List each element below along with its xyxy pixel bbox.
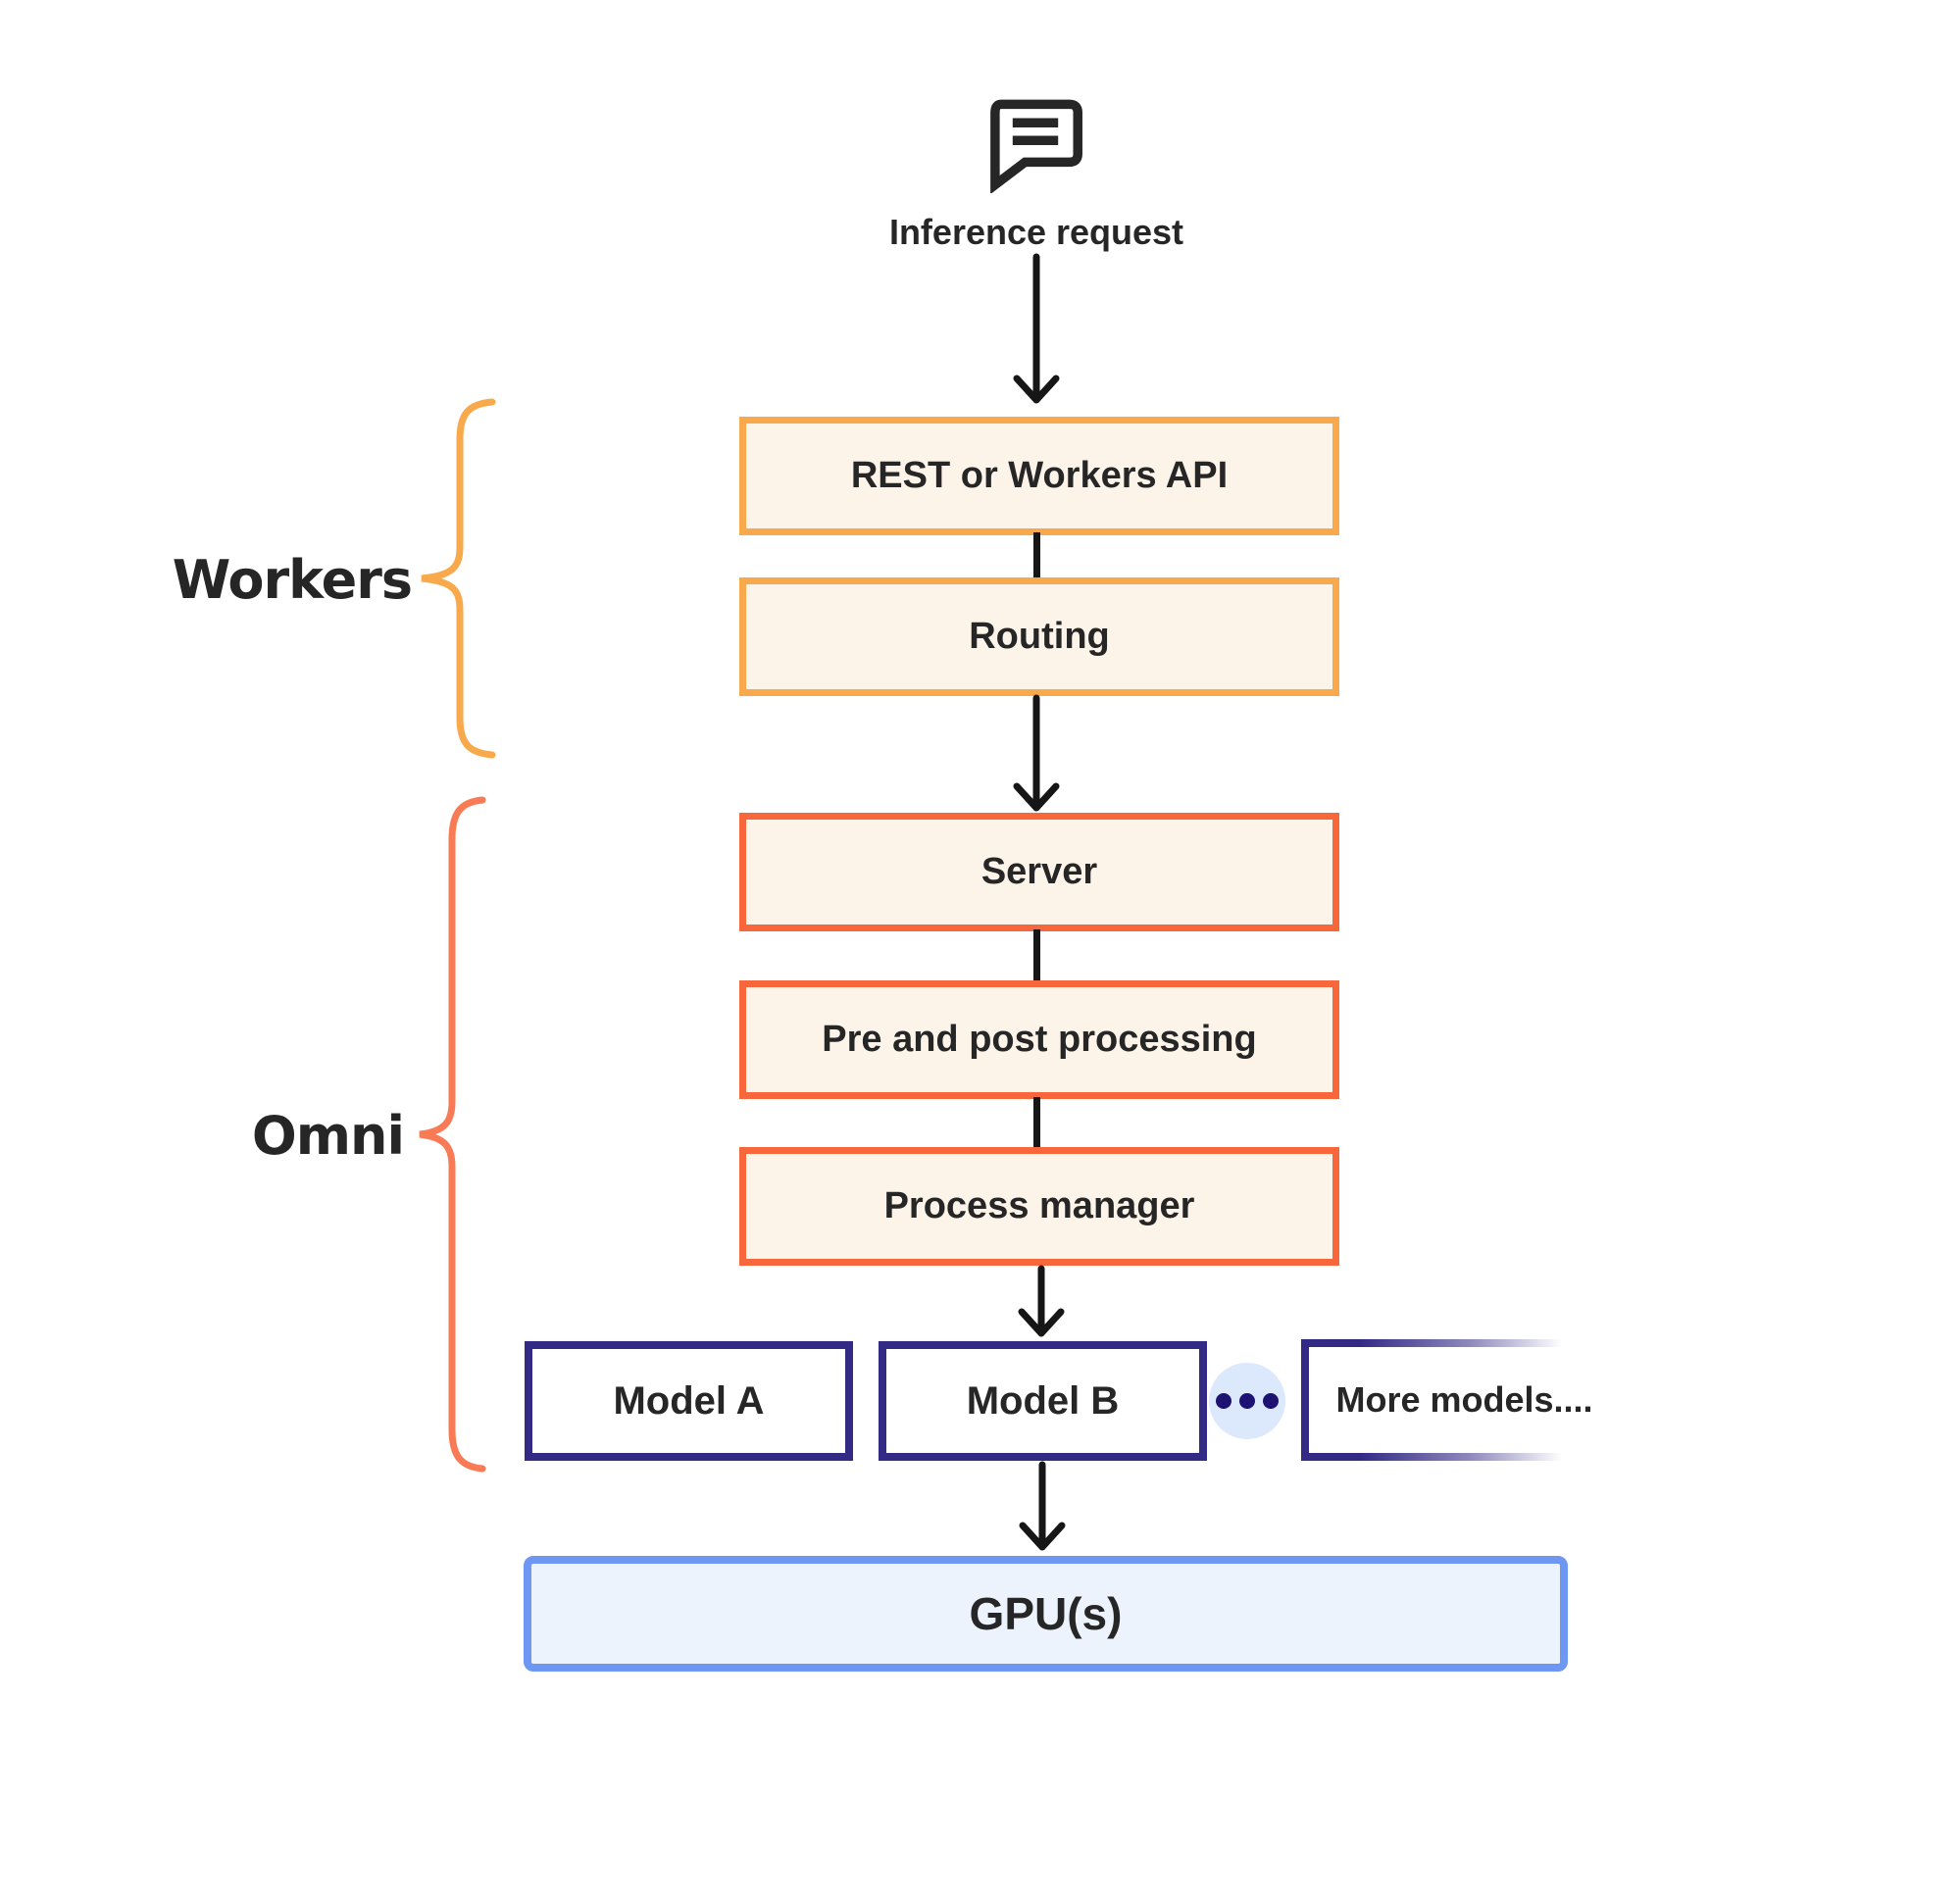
arrow-models-to-gpu (1019, 1461, 1066, 1551)
connector-rest-to-routing (1033, 532, 1040, 581)
arrow-routing-to-server (1013, 694, 1060, 812)
workers-group-label: Workers (172, 549, 413, 611)
workers-brace-icon (421, 398, 496, 759)
node-model-a-label: Model A (613, 1378, 765, 1423)
ellipsis-icon (1209, 1363, 1285, 1439)
connector-prepost-to-process (1033, 1097, 1040, 1151)
node-pre-post-processing-label: Pre and post processing (822, 1019, 1257, 1060)
omni-brace-icon (419, 796, 486, 1473)
node-model-b: Model B (879, 1341, 1207, 1461)
node-model-b-label: Model B (966, 1378, 1120, 1423)
node-gpu: GPU(s) (524, 1556, 1568, 1672)
node-gpu-label: GPU(s) (969, 1588, 1123, 1639)
message-square-icon (990, 99, 1082, 193)
connector-server-to-prepost (1033, 929, 1040, 984)
arrow-process-to-models (1018, 1265, 1065, 1337)
node-process-manager: Process manager (739, 1147, 1339, 1266)
node-server: Server (739, 813, 1339, 931)
node-routing-label: Routing (969, 616, 1110, 657)
node-server-label: Server (980, 851, 1098, 892)
node-more-models: More models.... (1301, 1339, 1628, 1461)
node-model-a: Model A (525, 1341, 853, 1461)
node-routing: Routing (739, 577, 1339, 696)
node-rest-workers-api-label: REST or Workers API (850, 455, 1229, 496)
node-process-manager-label: Process manager (883, 1185, 1195, 1226)
node-pre-post-processing: Pre and post processing (739, 980, 1339, 1099)
omni-group-label: Omni (251, 1105, 405, 1167)
node-rest-workers-api: REST or Workers API (739, 417, 1339, 535)
arrow-request-to-rest (1013, 253, 1060, 404)
node-more-models-label: More models.... (1335, 1379, 1593, 1420)
inference-request-label: Inference request (888, 212, 1184, 252)
